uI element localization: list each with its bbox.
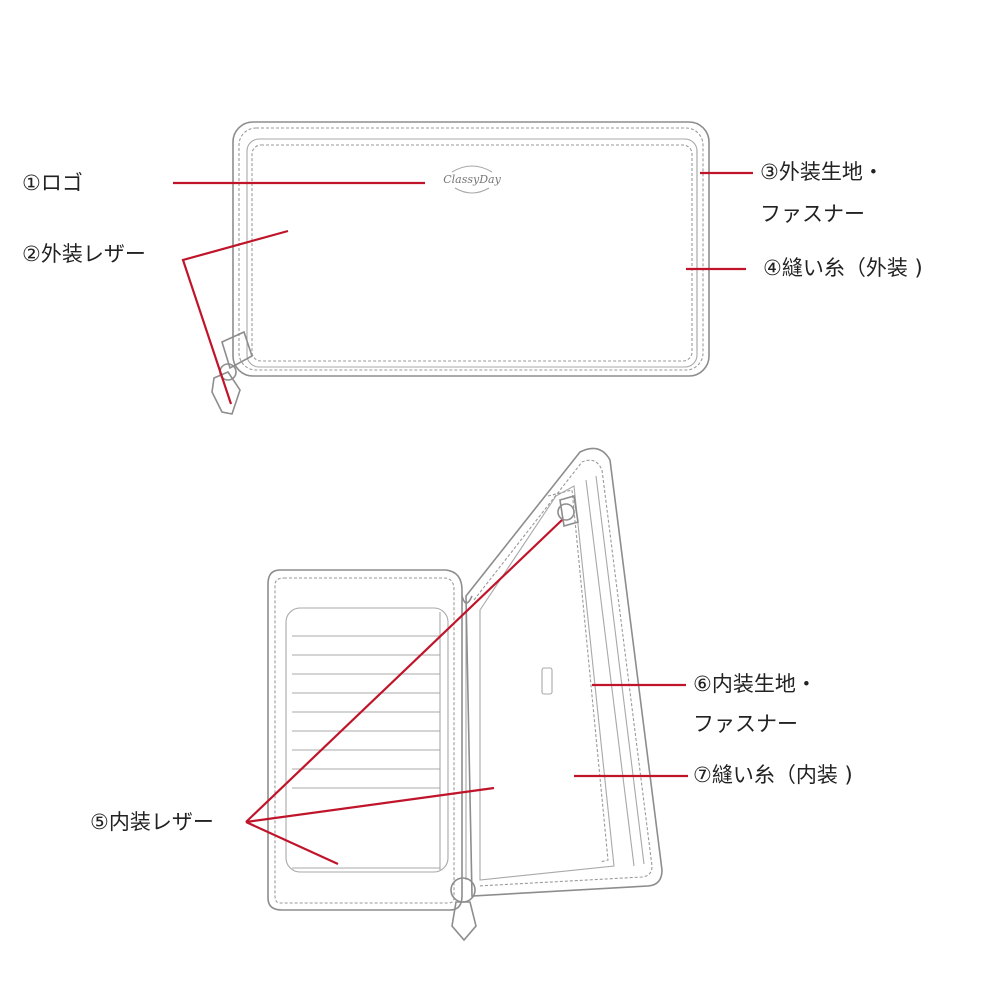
label-inner-leather: ⑤内装レザー: [90, 810, 214, 834]
leader-outer-leather: [181, 229, 289, 405]
clasp: [541, 667, 553, 695]
zipper-pull-bottom: [450, 877, 477, 942]
leader-inner-leather-1: [245, 519, 563, 823]
leader-lines: [173, 171, 753, 866]
leader-inner-leather-3: [245, 820, 339, 866]
logo-text: ClassyDay: [443, 173, 501, 186]
label-inner-fabric-line2: ファスナー: [693, 712, 798, 736]
open-wallet: [267, 447, 663, 942]
logo-mark: ClassyDay: [443, 165, 502, 194]
label-outer-fabric-line2: ファスナー: [760, 202, 865, 226]
label-outer-thread: ④縫い糸（外装 ): [763, 256, 923, 280]
label-inner-fabric-line1: ⑥内装生地・: [693, 672, 817, 696]
label-outer-fabric-line1: ③外装生地・: [760, 160, 884, 184]
zipper-pull-outer: [211, 330, 253, 415]
label-logo: ①ロゴ: [22, 171, 83, 195]
label-inner-thread: ⑦縫い糸（内装 ): [693, 763, 853, 787]
closed-wallet: ClassyDay: [211, 121, 710, 415]
zipper-pull-inner: [557, 494, 579, 528]
label-outer-leather: ②外装レザー: [22, 242, 146, 266]
card-slots: [292, 612, 441, 870]
leader-inner-leather-2: [245, 786, 495, 824]
